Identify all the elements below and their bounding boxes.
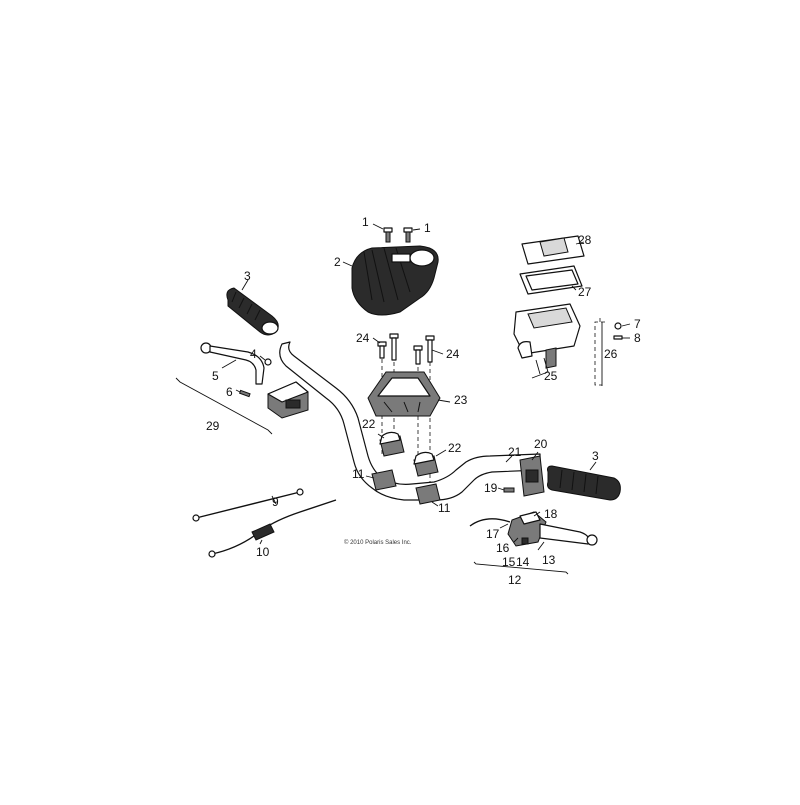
- callout-25: 25: [544, 369, 558, 383]
- callout-18: 18: [544, 507, 558, 521]
- callout-16: 16: [496, 541, 510, 555]
- callout-21: 21: [508, 445, 522, 459]
- callout-12: 12: [508, 573, 522, 587]
- part-24-bolt-2: [389, 333, 399, 361]
- callout-7: 7: [634, 317, 641, 331]
- callout-5: 5: [212, 369, 219, 383]
- part-3-right-grip: [547, 461, 621, 501]
- part-11-lower-clamp-left: [365, 469, 397, 491]
- part-22-clamp-right: [413, 449, 447, 477]
- part-19-screw: [497, 487, 515, 493]
- part-24-bolt-1: [377, 341, 387, 359]
- part-23-riser-block: [367, 371, 451, 417]
- callout-9: 9: [272, 495, 279, 509]
- part-12-bracket: [473, 561, 569, 575]
- part-2-instrument-pod: [342, 245, 439, 316]
- callout-11-left: 11: [352, 467, 365, 481]
- part-24-bolt-4: [425, 335, 435, 363]
- part-9-cable: [192, 488, 304, 522]
- part-3-left-grip: [226, 279, 279, 336]
- callout-1-right: 1: [424, 221, 431, 235]
- callout-27: 27: [578, 285, 592, 299]
- part-7-washer: [614, 322, 631, 330]
- callout-8: 8: [634, 331, 641, 345]
- part-27-gasket: [519, 265, 583, 295]
- part-1-screw-left: [372, 223, 393, 243]
- part-8-screw: [613, 335, 630, 340]
- copyright-notice: © 2010 Polaris Sales Inc.: [344, 539, 412, 546]
- callout-4: 4: [250, 347, 257, 361]
- part-master-cylinder: [513, 303, 581, 369]
- part-28-reservoir-cap: [521, 235, 585, 265]
- callout-labels: 1 1 2 3 4 5 6 29 24 24 23 22 22 11 11 28…: [206, 215, 641, 587]
- part-6-pin: [235, 389, 251, 398]
- callout-15: 15: [502, 555, 516, 569]
- part-1-screw-right: [403, 227, 421, 243]
- part-left-switch-housing: [267, 381, 309, 419]
- part-4-fastener: [259, 355, 272, 366]
- callout-22-left: 22: [362, 417, 376, 431]
- callout-22-right: 22: [448, 441, 462, 455]
- callout-28: 28: [578, 233, 592, 247]
- callout-19: 19: [484, 481, 498, 495]
- callout-3-right: 3: [592, 449, 599, 463]
- part-right-lever-assembly: [469, 511, 598, 547]
- callout-24-left: 24: [356, 331, 370, 345]
- part-24-bolt-3: [413, 345, 423, 365]
- callout-29: 29: [206, 419, 220, 433]
- callout-20: 20: [534, 437, 548, 451]
- callout-10: 10: [256, 545, 270, 559]
- part-5-left-lever: [200, 342, 265, 385]
- part-20-throttle-housing: [519, 451, 545, 497]
- callout-3-left: 3: [244, 269, 251, 283]
- callout-2: 2: [334, 255, 341, 269]
- callout-14: 14: [516, 555, 530, 569]
- callout-24-right: 24: [446, 347, 460, 361]
- part-22-clamp-left: [377, 431, 405, 457]
- part-10-cable: [208, 499, 337, 558]
- callout-17: 17: [486, 527, 500, 541]
- callout-6: 6: [226, 385, 233, 399]
- callout-1-left: 1: [362, 215, 369, 229]
- callout-11-right: 11: [438, 501, 451, 515]
- part-25-bracket: [517, 341, 549, 379]
- part-29-bracket: [175, 377, 273, 435]
- callout-23: 23: [454, 393, 468, 407]
- callout-13: 13: [542, 553, 556, 567]
- part-handlebar: [279, 341, 541, 501]
- callout-26: 26: [604, 347, 618, 361]
- part-11-lower-clamp-right: [415, 483, 441, 507]
